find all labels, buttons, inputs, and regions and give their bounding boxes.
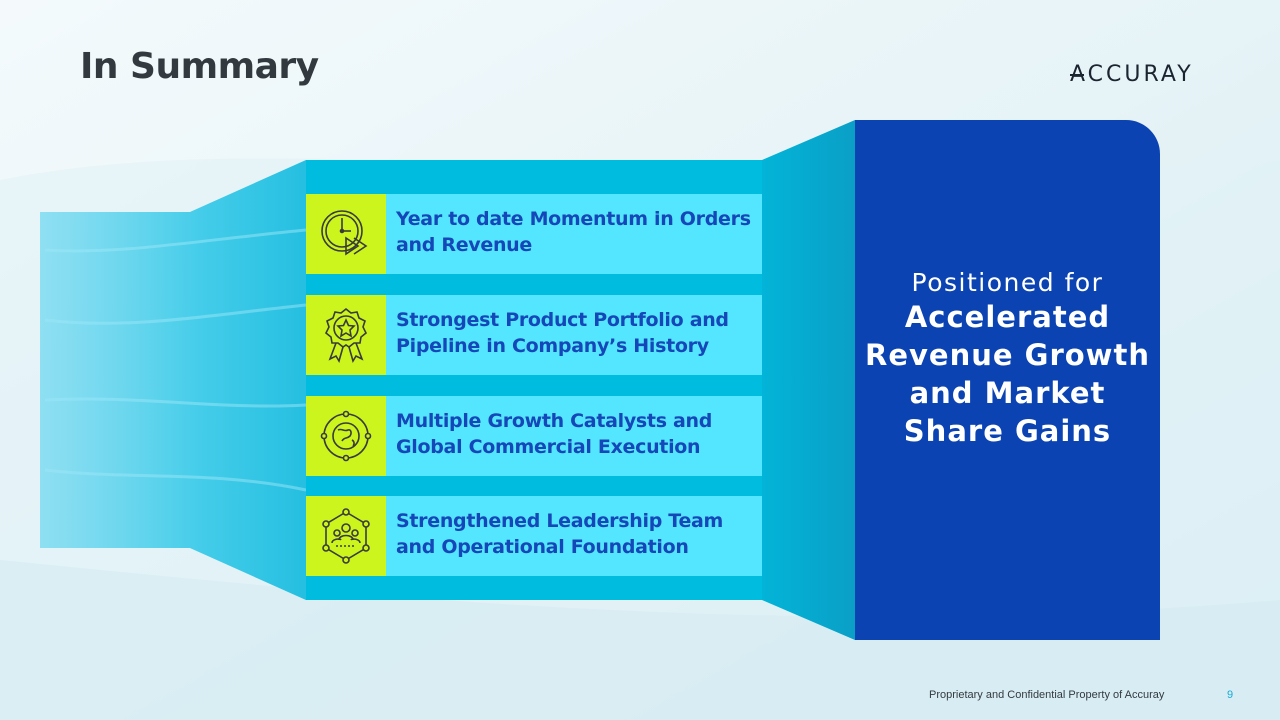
summary-item-label: Year to date Momentum in Orders and Reve… [396,208,751,256]
summary-item-1: Year to date Momentum in Orders and Reve… [306,194,762,274]
clock-play-icon [306,194,386,274]
logo-text: ACCURAY [1070,62,1194,87]
summary-card-body: Strengthened Leadership Team and Operati… [386,496,762,576]
summary-card-body: Strongest Product Portfolio and Pipeline… [386,295,762,375]
summary-item-label: Strengthened Leadership Team and Operati… [396,510,724,558]
summary-card-body: Year to date Momentum in Orders and Reve… [386,194,762,274]
summary-item-label: Strongest Product Portfolio and Pipeline… [396,309,729,357]
summary-item-2: Strongest Product Portfolio and Pipeline… [306,295,762,375]
outcome-panel: Positioned for Accelerated Revenue Growt… [855,120,1160,640]
summary-item-3: Multiple Growth Catalysts and Global Com… [306,396,762,476]
team-network-icon [306,496,386,576]
page-title: In Summary [80,46,319,87]
page-number: 9 [1227,689,1234,701]
summary-item-4: Strengthened Leadership Team and Operati… [306,496,762,576]
award-star-icon [306,295,386,375]
logo-bar [1070,74,1084,76]
summary-card-body: Multiple Growth Catalysts and Global Com… [386,396,762,476]
panel-subtitle: Positioned for [911,268,1104,297]
globe-orbit-icon [306,396,386,476]
confidentiality-footer: Proprietary and Confidential Property of… [929,689,1165,701]
accuray-logo: ACCURAY [1070,62,1220,88]
summary-item-label: Multiple Growth Catalysts and Global Com… [396,410,713,458]
panel-headline: Accelerated Revenue Growth and Market Sh… [865,300,1150,448]
